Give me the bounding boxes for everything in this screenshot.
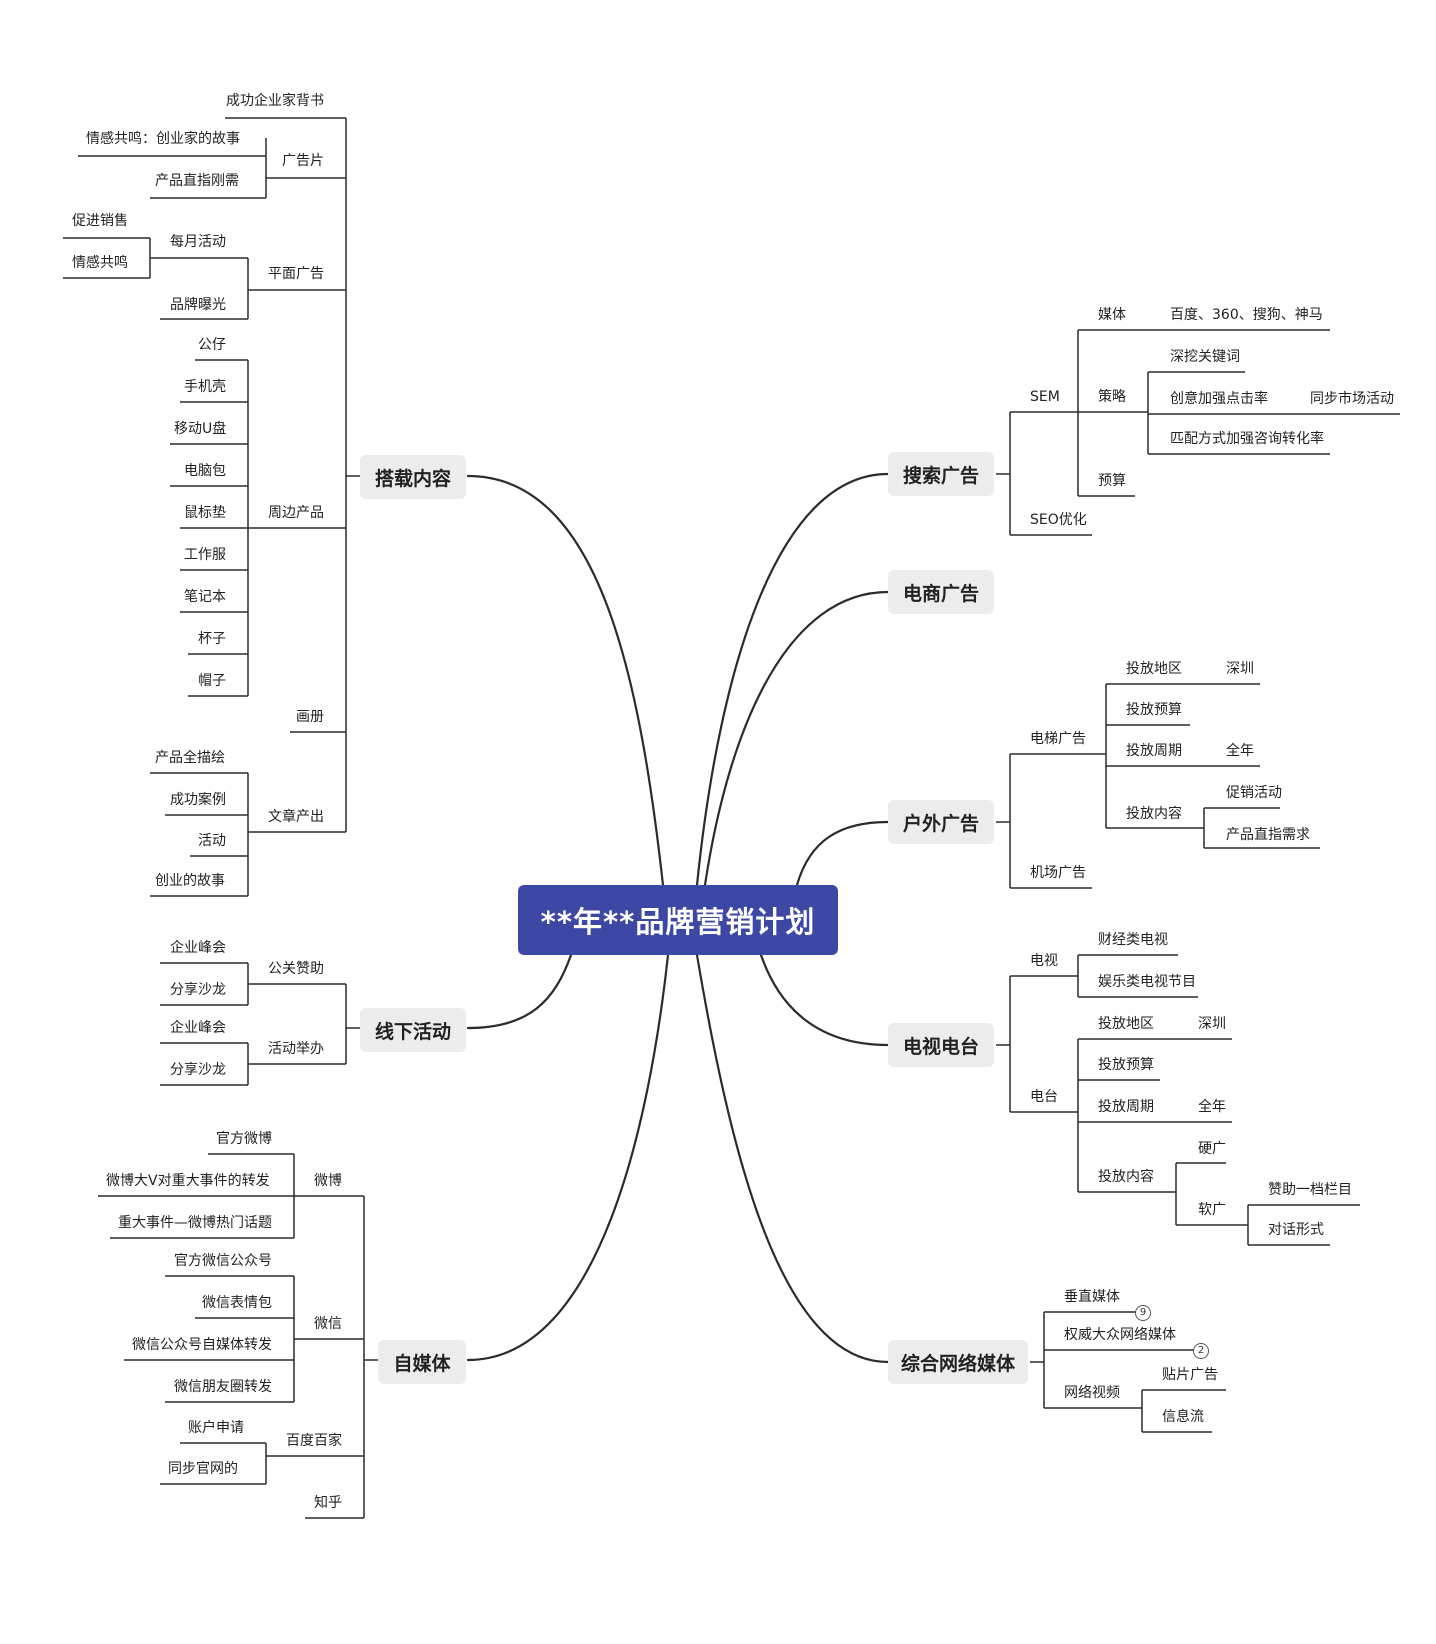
node-wechat-official[interactable]: 官方微信公众号	[174, 1253, 272, 1269]
node-radio-content[interactable]: 投放内容	[1098, 1169, 1154, 1185]
node-baidu[interactable]: 百度百家	[286, 1433, 342, 1449]
node-salon-1[interactable]: 分享沙龙	[170, 982, 226, 998]
node-sync-market[interactable]: 同步市场活动	[1310, 391, 1394, 407]
node-salon-2[interactable]: 分享沙龙	[170, 1062, 226, 1078]
node-print-ad[interactable]: 平面广告	[268, 266, 324, 282]
node-merch-3[interactable]: 电脑包	[184, 463, 226, 479]
node-seo[interactable]: SEO优化	[1030, 512, 1087, 528]
topic-tv-radio[interactable]: 电视电台	[888, 1023, 994, 1067]
topic-selfmedia[interactable]: 自媒体	[378, 1340, 466, 1384]
node-airport[interactable]: 机场广告	[1030, 865, 1086, 881]
topic-content[interactable]: 搭载内容	[360, 455, 466, 499]
node-wechat[interactable]: 微信	[314, 1316, 342, 1332]
node-host-event[interactable]: 活动举办	[268, 1041, 324, 1057]
node-weibo-v[interactable]: 微博大V对重大事件的转发	[106, 1173, 270, 1189]
node-soft-ad[interactable]: 软广	[1198, 1202, 1226, 1218]
node-article-2[interactable]: 活动	[198, 833, 226, 849]
node-radio-period-value[interactable]: 全年	[1198, 1099, 1226, 1115]
node-promo[interactable]: 促销活动	[1226, 785, 1282, 801]
node-hard-ad[interactable]: 硬广	[1198, 1141, 1226, 1157]
node-wechat-moments[interactable]: 微信朋友圈转发	[174, 1379, 272, 1395]
node-zhihu[interactable]: 知乎	[314, 1495, 342, 1511]
vertical-media-count-badge[interactable]: 9	[1135, 1305, 1151, 1321]
node-sem-budget[interactable]: 预算	[1098, 473, 1126, 489]
node-elev-period[interactable]: 投放周期	[1126, 743, 1182, 759]
node-article-0[interactable]: 产品全描绘	[155, 750, 225, 766]
node-elev-content[interactable]: 投放内容	[1126, 806, 1182, 822]
topic-outdoor-ads[interactable]: 户外广告	[888, 800, 994, 844]
topic-offline[interactable]: 线下活动	[360, 1008, 466, 1052]
node-radio-region-value[interactable]: 深圳	[1198, 1016, 1226, 1032]
node-elev-period-value[interactable]: 全年	[1226, 743, 1254, 759]
node-entertainment-tv[interactable]: 娱乐类电视节目	[1098, 974, 1196, 990]
node-keyword[interactable]: 深挖关键词	[1170, 349, 1240, 365]
node-baidu-account[interactable]: 账户申请	[188, 1420, 244, 1436]
authority-media-count-badge[interactable]: 2	[1193, 1343, 1209, 1359]
node-finance-tv[interactable]: 财经类电视	[1098, 932, 1168, 948]
node-vertical-media[interactable]: 垂直媒体	[1064, 1289, 1120, 1305]
node-product-need[interactable]: 产品直指刚需	[155, 173, 239, 189]
node-weibo-official[interactable]: 官方微博	[216, 1131, 272, 1147]
node-sem-media[interactable]: 媒体	[1098, 307, 1126, 323]
node-merch-5[interactable]: 工作服	[184, 547, 226, 563]
node-sem[interactable]: SEM	[1030, 389, 1060, 405]
node-radio-budget[interactable]: 投放预算	[1098, 1057, 1154, 1073]
node-merch-7[interactable]: 杯子	[198, 631, 226, 647]
node-wechat-repost[interactable]: 微信公众号自媒体转发	[132, 1337, 272, 1353]
node-sem-media-value[interactable]: 百度、360、搜狗、神马	[1170, 307, 1323, 323]
node-elev-region-value[interactable]: 深圳	[1226, 661, 1254, 677]
topic-ecommerce-ads[interactable]: 电商广告	[888, 570, 994, 614]
topic-search-ads[interactable]: 搜索广告	[888, 452, 994, 496]
node-elevator[interactable]: 电梯广告	[1030, 731, 1086, 747]
node-merch-6[interactable]: 笔记本	[184, 589, 226, 605]
node-web-video[interactable]: 网络视频	[1064, 1385, 1120, 1401]
node-wechat-stickers[interactable]: 微信表情包	[202, 1295, 272, 1311]
node-emotional-story[interactable]: 情感共鸣：创业家的故事	[86, 131, 240, 147]
node-ad-film[interactable]: 广告片	[282, 153, 324, 169]
topic-network-media[interactable]: 综合网络媒体	[888, 1340, 1028, 1384]
node-preroll-ad[interactable]: 贴片广告	[1162, 1367, 1218, 1383]
node-sponsor-show[interactable]: 赞助一档栏目	[1268, 1182, 1352, 1198]
node-authority-media[interactable]: 权威大众网络媒体	[1064, 1327, 1176, 1343]
node-summit-1[interactable]: 企业峰会	[170, 940, 226, 956]
node-merch-4[interactable]: 鼠标垫	[184, 505, 226, 521]
node-merch-2[interactable]: 移动U盘	[174, 421, 227, 437]
node-merch-8[interactable]: 帽子	[198, 673, 226, 689]
node-radio[interactable]: 电台	[1030, 1089, 1058, 1105]
node-match[interactable]: 匹配方式加强咨询转化率	[1170, 431, 1324, 447]
node-product-demand[interactable]: 产品直指需求	[1226, 827, 1310, 843]
node-article-3[interactable]: 创业的故事	[155, 873, 225, 889]
node-monthly-activity[interactable]: 每月活动	[170, 234, 226, 250]
node-elev-budget[interactable]: 投放预算	[1126, 702, 1182, 718]
node-brand-exposure[interactable]: 品牌曝光	[170, 297, 226, 313]
node-radio-period[interactable]: 投放周期	[1098, 1099, 1154, 1115]
node-merch[interactable]: 周边产品	[268, 505, 324, 521]
node-feed[interactable]: 信息流	[1162, 1409, 1204, 1425]
node-television[interactable]: 电视	[1030, 953, 1058, 969]
node-album[interactable]: 画册	[296, 709, 324, 725]
node-merch-0[interactable]: 公仔	[198, 337, 226, 353]
node-weibo-hot[interactable]: 重大事件—微博热门话题	[118, 1215, 272, 1231]
node-ctr[interactable]: 创意加强点击率	[1170, 391, 1268, 407]
node-radio-region[interactable]: 投放地区	[1098, 1016, 1154, 1032]
node-pr-sponsor[interactable]: 公关赞助	[268, 961, 324, 977]
node-article-1[interactable]: 成功案例	[170, 792, 226, 808]
node-articles[interactable]: 文章产出	[268, 809, 324, 825]
node-promote-sales[interactable]: 促进销售	[72, 213, 128, 229]
root-topic[interactable]: **年**品牌营销计划	[518, 885, 838, 955]
node-summit-2[interactable]: 企业峰会	[170, 1020, 226, 1036]
node-emotional[interactable]: 情感共鸣	[72, 255, 128, 271]
node-strategy[interactable]: 策略	[1098, 389, 1126, 405]
node-merch-1[interactable]: 手机壳	[184, 379, 226, 395]
node-weibo[interactable]: 微博	[314, 1173, 342, 1189]
node-elev-region[interactable]: 投放地区	[1126, 661, 1182, 677]
node-baidu-sync[interactable]: 同步官网的	[168, 1461, 238, 1477]
node-ceo-endorsement[interactable]: 成功企业家背书	[226, 93, 324, 109]
node-dialogue[interactable]: 对话形式	[1268, 1222, 1324, 1238]
